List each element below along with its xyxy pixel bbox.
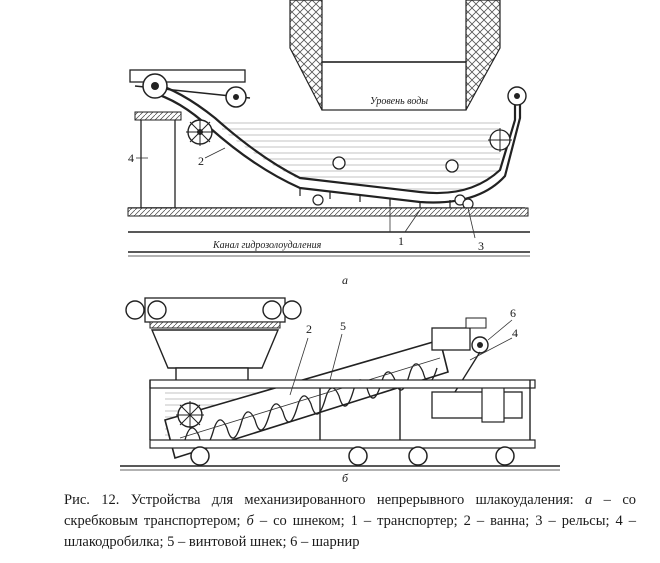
- callout-3: 3: [478, 239, 484, 253]
- caption-a-letter: а: [585, 492, 593, 508]
- drive-motor: [431, 327, 471, 351]
- crusher-box: [140, 117, 176, 209]
- conveyor-chain: [149, 88, 522, 204]
- callout-5: 5: [340, 319, 346, 333]
- figure-caption: Рис. 12. Устройства для механизированног…: [64, 490, 636, 553]
- boiler-hopper: [289, 0, 501, 111]
- callout-1: 1: [398, 234, 404, 248]
- caption-b-letter: б: [246, 513, 254, 529]
- gear-icon: [176, 401, 204, 429]
- rail-wheels: [312, 194, 474, 210]
- caption-part-a: – со скребковым транспортером;: [64, 492, 637, 529]
- callout-2: 2: [306, 322, 312, 336]
- panel-b: 2 5 6 4 б: [120, 297, 560, 485]
- caption-part-b: – со шнеком; 1 – транспортер; 2 – ванна;…: [64, 513, 636, 550]
- callout-4: 4: [512, 326, 518, 340]
- figure-diagram: Уровень воды: [120, 0, 560, 485]
- water-level-label: Уровень воды: [370, 96, 428, 107]
- crusher-unit: [431, 391, 523, 419]
- caption-prefix: Рис. 12. Устройства для механизированног…: [64, 492, 586, 508]
- panel-b-letter: б: [342, 471, 349, 485]
- gear-icon: [186, 118, 214, 146]
- bath-wall: [149, 80, 517, 195]
- gear-icon: [488, 128, 512, 152]
- channel-label: Канал гидрозолоудаления: [212, 240, 322, 251]
- panel-a: Уровень воды: [127, 0, 530, 287]
- callout-4: 4: [128, 151, 134, 165]
- panel-a-letter: а: [342, 273, 348, 287]
- callout-6: 6: [510, 306, 516, 320]
- cart-wheels: [190, 446, 515, 466]
- callout-2: 2: [198, 154, 204, 168]
